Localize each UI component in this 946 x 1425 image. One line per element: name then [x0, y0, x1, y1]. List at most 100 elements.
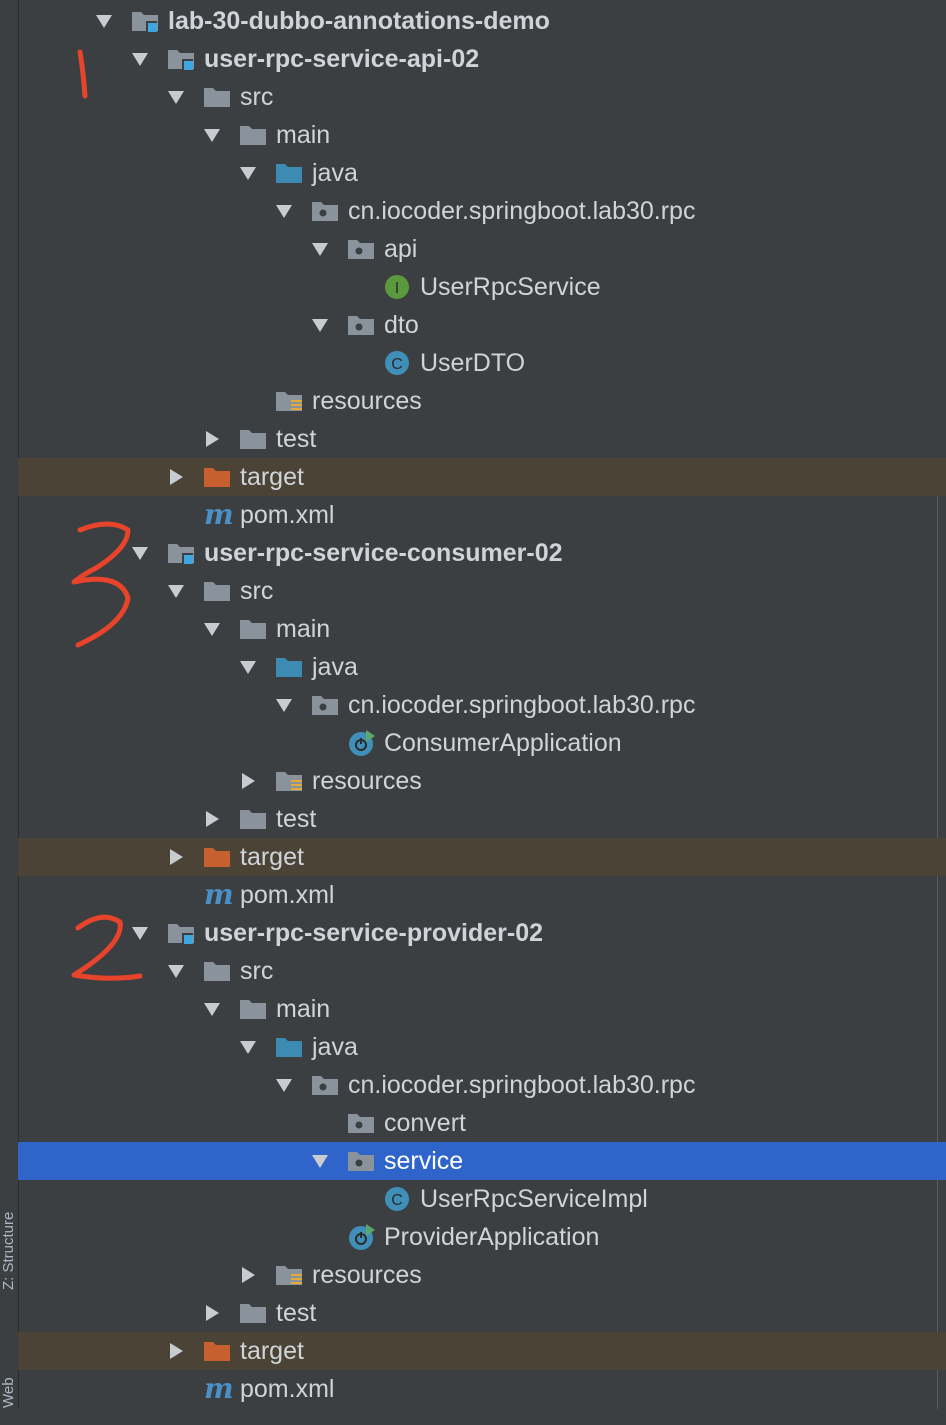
- tree-node-label: java: [312, 159, 358, 187]
- folder-icon: [239, 808, 267, 830]
- tree-node-label: lab-30-dubbo-annotations-demo: [168, 7, 550, 35]
- tree-node-api-module[interactable]: user-rpc-service-api-02: [18, 40, 946, 78]
- tree-node-app-class[interactable]: ProviderApplication: [18, 1218, 946, 1256]
- tree-node-label: src: [240, 957, 274, 985]
- tree-node-label: test: [276, 805, 317, 833]
- tree-node-label: resources: [312, 767, 422, 795]
- tree-node-test[interactable]: test: [18, 420, 946, 458]
- tree-node-package[interactable]: cn.iocoder.springboot.lab30.rpc: [18, 1066, 946, 1104]
- expand-arrow-icon[interactable]: [240, 661, 256, 674]
- tree-node-src[interactable]: src: [18, 572, 946, 610]
- source-folder-icon: [275, 1036, 303, 1058]
- collapse-arrow-icon[interactable]: [206, 811, 219, 827]
- resources-folder-icon: [275, 390, 303, 412]
- expand-arrow-icon[interactable]: [132, 53, 148, 66]
- tree-node-provider-module[interactable]: user-rpc-service-provider-02: [18, 914, 946, 952]
- collapse-arrow-icon[interactable]: [170, 469, 183, 485]
- tree-node-label: main: [276, 615, 331, 643]
- tree-node-label: cn.iocoder.springboot.lab30.rpc: [348, 691, 696, 719]
- expand-arrow-icon[interactable]: [312, 319, 328, 332]
- collapse-arrow-icon[interactable]: [242, 773, 255, 789]
- expand-arrow-icon[interactable]: [240, 1041, 256, 1054]
- tree-node-label: user-rpc-service-consumer-02: [204, 539, 563, 567]
- maven-icon: m: [204, 881, 234, 909]
- tree-node-java[interactable]: java: [18, 1028, 946, 1066]
- tree-node-label: UserDTO: [420, 349, 526, 377]
- tree-node-test[interactable]: test: [18, 1294, 946, 1332]
- tree-node-label: ProviderApplication: [384, 1223, 600, 1251]
- expand-arrow-icon[interactable]: [96, 15, 112, 28]
- expand-arrow-icon[interactable]: [240, 167, 256, 180]
- expand-arrow-icon[interactable]: [276, 1079, 292, 1092]
- folder-icon: [239, 124, 267, 146]
- tree-node-label: src: [240, 83, 274, 111]
- tree-node-service-package[interactable]: service: [18, 1142, 946, 1180]
- expand-arrow-icon[interactable]: [276, 205, 292, 218]
- tree-node-main[interactable]: main: [18, 990, 946, 1028]
- expand-arrow-icon[interactable]: [312, 1155, 328, 1168]
- expand-arrow-icon[interactable]: [168, 965, 184, 978]
- svg-text:m: m: [204, 1375, 234, 1403]
- expand-arrow-icon[interactable]: [168, 585, 184, 598]
- package-icon: [311, 694, 339, 716]
- tree-node-src[interactable]: src: [18, 952, 946, 990]
- tree-node-resources[interactable]: resources: [18, 382, 946, 420]
- tree-node-resources[interactable]: resources: [18, 1256, 946, 1294]
- svg-text:m: m: [204, 881, 234, 909]
- expand-arrow-icon[interactable]: [132, 547, 148, 560]
- tree-node-resources[interactable]: resources: [18, 762, 946, 800]
- collapse-arrow-icon[interactable]: [206, 1305, 219, 1321]
- collapse-arrow-icon[interactable]: [206, 431, 219, 447]
- expand-arrow-icon[interactable]: [132, 927, 148, 940]
- tree-node-pom[interactable]: m pom.xml: [18, 496, 946, 534]
- tree-node-src[interactable]: src: [18, 78, 946, 116]
- tree-node-pom[interactable]: m pom.xml: [18, 1370, 946, 1408]
- expand-arrow-icon[interactable]: [168, 91, 184, 104]
- expand-arrow-icon[interactable]: [312, 243, 328, 256]
- tree-node-label: pom.xml: [240, 1375, 335, 1403]
- web-side-tab[interactable]: Web: [0, 1377, 18, 1425]
- collapse-arrow-icon[interactable]: [170, 849, 183, 865]
- tree-node-main[interactable]: main: [18, 610, 946, 648]
- tree-node-label: target: [240, 843, 304, 871]
- tree-node-root[interactable]: lab-30-dubbo-annotations-demo: [18, 2, 946, 40]
- collapse-arrow-icon[interactable]: [170, 1343, 183, 1359]
- tree-node-pom[interactable]: m pom.xml: [18, 876, 946, 914]
- tree-node-target[interactable]: target: [18, 1332, 946, 1370]
- left-tool-strip: [0, 0, 19, 1408]
- expand-arrow-icon[interactable]: [276, 699, 292, 712]
- tree-node-test[interactable]: test: [18, 800, 946, 838]
- tree-node-target[interactable]: target: [18, 458, 946, 496]
- tree-node-dto-package[interactable]: dto: [18, 306, 946, 344]
- web-tab-label: Web: [0, 1377, 17, 1408]
- spring-boot-app-icon: [349, 730, 375, 756]
- expand-arrow-icon[interactable]: [204, 623, 220, 636]
- tree-node-consumer-module[interactable]: user-rpc-service-consumer-02: [18, 534, 946, 572]
- tree-node-java[interactable]: java: [18, 154, 946, 192]
- tree-node-class[interactable]: C UserDTO: [18, 344, 946, 382]
- package-icon: [311, 200, 339, 222]
- expand-arrow-icon[interactable]: [204, 129, 220, 142]
- tree-node-convert-package[interactable]: convert: [18, 1104, 946, 1142]
- tree-node-label: target: [240, 463, 304, 491]
- expand-arrow-icon[interactable]: [204, 1003, 220, 1016]
- class-icon: C: [385, 1187, 409, 1211]
- tree-node-label: UserRpcService: [420, 273, 601, 301]
- tree-node-label: cn.iocoder.springboot.lab30.rpc: [348, 1071, 696, 1099]
- collapse-arrow-icon[interactable]: [242, 1267, 255, 1283]
- structure-side-tab[interactable]: Z: Structure: [0, 1212, 18, 1307]
- tree-node-target[interactable]: target: [18, 838, 946, 876]
- tree-node-api-package[interactable]: api: [18, 230, 946, 268]
- tree-node-interface[interactable]: I UserRpcService: [18, 268, 946, 306]
- tree-node-class[interactable]: C UserRpcServiceImpl: [18, 1180, 946, 1218]
- tree-node-label: user-rpc-service-provider-02: [204, 919, 544, 947]
- tree-node-label: main: [276, 995, 331, 1023]
- tree-node-app-class[interactable]: ConsumerApplication: [18, 724, 946, 762]
- tree-node-package[interactable]: cn.iocoder.springboot.lab30.rpc: [18, 192, 946, 230]
- tree-node-main[interactable]: main: [18, 116, 946, 154]
- tree-node-package[interactable]: cn.iocoder.springboot.lab30.rpc: [18, 686, 946, 724]
- tree-node-label: java: [312, 653, 358, 681]
- tree-node-label: resources: [312, 1261, 422, 1289]
- folder-icon: [239, 1302, 267, 1324]
- tree-node-java[interactable]: java: [18, 648, 946, 686]
